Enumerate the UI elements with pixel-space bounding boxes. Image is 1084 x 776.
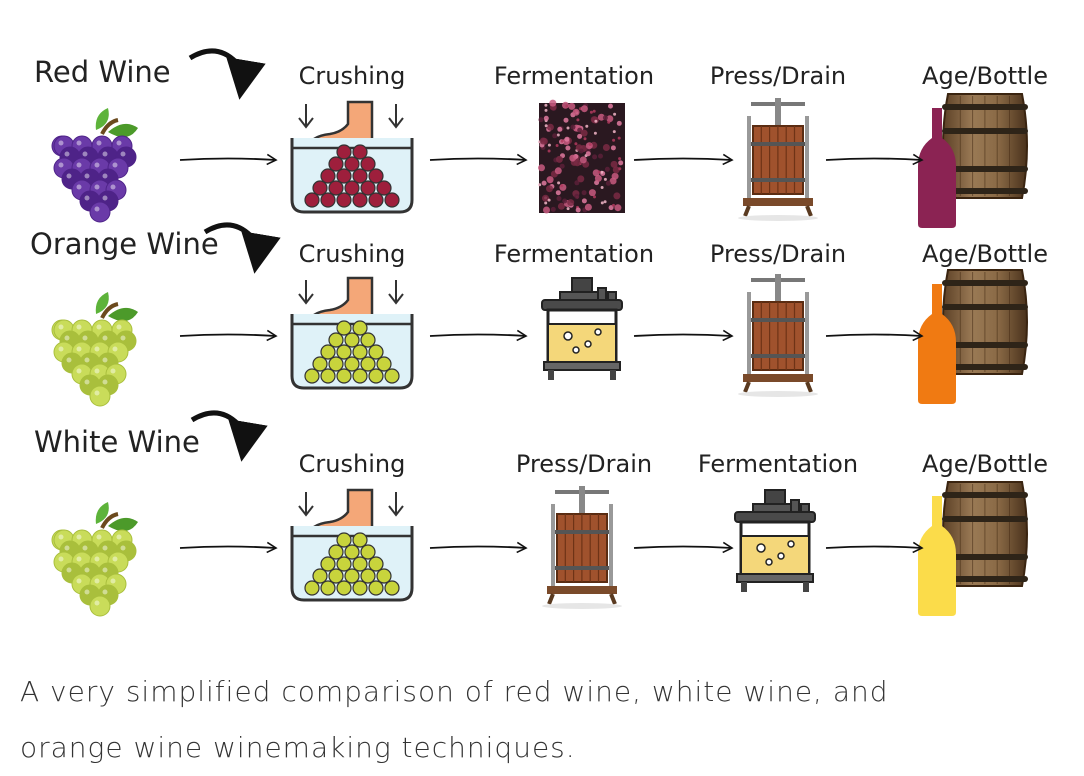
flow-arrow bbox=[826, 159, 922, 161]
flow-arrow bbox=[180, 335, 276, 337]
crushing-vat-icon bbox=[292, 102, 412, 212]
step-label: Crushing bbox=[299, 240, 406, 268]
wine-press-icon bbox=[738, 274, 818, 397]
grape-bunch-icon bbox=[52, 292, 138, 406]
flow-arrow bbox=[826, 335, 922, 337]
step-label: Fermentation bbox=[698, 450, 858, 478]
curved-arrow-icon bbox=[190, 51, 242, 84]
step-label: Fermentation bbox=[494, 62, 654, 90]
wine-press-icon bbox=[738, 98, 818, 221]
grape-bunch-icon bbox=[52, 502, 138, 616]
fermentation-must-icon bbox=[538, 100, 625, 214]
flow-arrow bbox=[430, 335, 526, 337]
step-label: Press/Drain bbox=[710, 240, 846, 268]
barrel-and-bottle-icon bbox=[918, 270, 1028, 404]
flow-arrow bbox=[826, 547, 922, 549]
process-row-2: Orange Wine Crushing Fermentation Press/Dra… bbox=[30, 225, 1048, 406]
step-label: Crushing bbox=[299, 62, 406, 90]
flow-arrow bbox=[634, 547, 732, 549]
step-label: Press/Drain bbox=[710, 62, 846, 90]
caption: A very simplified comparison of red wine… bbox=[20, 664, 1060, 776]
fermentation-tank-icon bbox=[542, 278, 622, 380]
caption-line-2: orange wine winemaking techniques. bbox=[20, 720, 1060, 776]
step-label: Age/Bottle bbox=[922, 240, 1048, 268]
row-title: White Wine bbox=[34, 425, 200, 459]
step-label: Fermentation bbox=[494, 240, 654, 268]
crushing-vat-icon bbox=[292, 278, 412, 388]
fermentation-tank-icon bbox=[735, 490, 815, 592]
barrel-and-bottle-icon bbox=[918, 94, 1028, 228]
caption-line-1: A very simplified comparison of red wine… bbox=[20, 664, 1060, 720]
step-label: Press/Drain bbox=[516, 450, 652, 478]
row-title: Orange Wine bbox=[30, 227, 219, 261]
curved-arrow-icon bbox=[192, 413, 244, 446]
flow-arrow bbox=[634, 335, 732, 337]
grape-bunch-icon bbox=[52, 108, 138, 222]
step-label: Age/Bottle bbox=[922, 450, 1048, 478]
wine-press-icon bbox=[542, 486, 622, 609]
flow-arrow bbox=[180, 547, 276, 549]
flow-arrow bbox=[634, 159, 732, 161]
row-title: Red Wine bbox=[34, 55, 171, 89]
flow-arrow bbox=[180, 159, 276, 161]
process-row-1: Red Wine Crushing Fermentation Press/Drain A… bbox=[34, 51, 1048, 228]
crushing-vat-icon bbox=[292, 490, 412, 600]
flow-arrow bbox=[430, 159, 526, 161]
flow-arrow bbox=[430, 547, 526, 549]
step-label: Crushing bbox=[299, 450, 406, 478]
barrel-and-bottle-icon bbox=[918, 482, 1028, 616]
step-label: Age/Bottle bbox=[922, 62, 1048, 90]
